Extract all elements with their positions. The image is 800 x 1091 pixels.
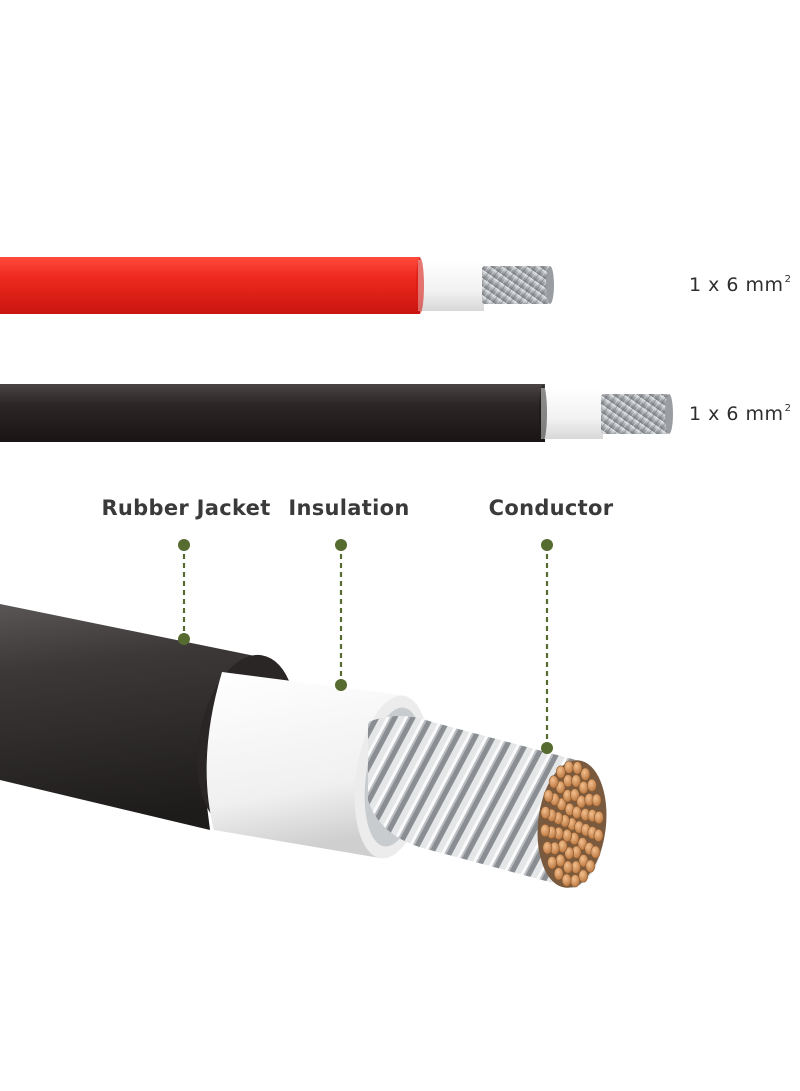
red-cable-conductor: [482, 266, 550, 304]
copper-strand-end: [585, 859, 596, 873]
black-cable-spec-value: 1 x 6 mm: [689, 403, 784, 425]
copper-strand-end: [590, 845, 601, 859]
copper-strand-end: [580, 767, 591, 781]
black-cable-jacket: [0, 384, 545, 442]
conductor-top-dot: [541, 539, 553, 551]
copper-strand-end: [578, 869, 589, 883]
copper-strand-end: [540, 806, 551, 820]
copper-strand-end: [555, 853, 566, 867]
black-cable-conductor: [601, 394, 669, 434]
copper-strand-end: [553, 867, 564, 881]
copper-strand-ends: [540, 760, 604, 888]
copper-strand-end: [555, 765, 566, 779]
insulation-bottom-dot: [335, 679, 347, 691]
copper-strand-end: [542, 841, 553, 855]
red-cable-spec: 1 x 6 mm2: [689, 274, 791, 296]
insulation-top-dot: [335, 539, 347, 551]
copper-strand-end: [548, 775, 559, 789]
rubber-jacket-bottom-dot: [178, 633, 190, 645]
copper-strand-end: [564, 846, 575, 860]
rubber-jacket-top-dot: [178, 539, 190, 551]
copper-strand-end: [571, 805, 582, 819]
black-cable: [0, 384, 673, 442]
red-cable-spec-value: 1 x 6 mm: [689, 274, 784, 296]
copper-strand-end: [569, 788, 580, 802]
copper-strand-end: [557, 839, 568, 853]
copper-strand-end: [591, 793, 602, 807]
conductor-bottom-dot: [541, 742, 553, 754]
copper-strand-end: [570, 874, 580, 888]
copper-strand-end: [571, 774, 581, 788]
black-cable-spec: 1 x 6 mm2: [689, 403, 791, 425]
red-cable-spec-superscript: 2: [784, 274, 792, 285]
copper-strand-end: [594, 810, 604, 824]
copper-strand-end: [576, 795, 587, 809]
copper-strand-end: [578, 780, 589, 794]
red-cable-jacket: [0, 257, 420, 314]
copper-strand-end: [572, 761, 583, 775]
copper-strand-end: [563, 860, 573, 874]
cable-cutaway: [0, 604, 607, 888]
red-cable: [0, 257, 554, 314]
copper-strand-end: [564, 760, 574, 774]
copper-strand-end: [543, 789, 554, 803]
callout-lines: [178, 539, 553, 754]
copper-strand-end: [540, 823, 550, 837]
black-cable-insulation: [541, 388, 603, 439]
copper-strand-end: [562, 828, 573, 842]
insulation-label: Insulation: [288, 496, 410, 520]
copper-strand-end: [593, 828, 604, 842]
copper-strand-end: [587, 778, 597, 792]
black-cable-spec-superscript: 2: [784, 403, 792, 414]
copper-strand-end: [547, 856, 557, 870]
red-cable-insulation: [418, 260, 484, 311]
rubber-jacket-label: Rubber Jacket: [101, 496, 271, 520]
conductor-label: Conductor: [488, 496, 614, 520]
copper-strand-end: [561, 873, 572, 887]
